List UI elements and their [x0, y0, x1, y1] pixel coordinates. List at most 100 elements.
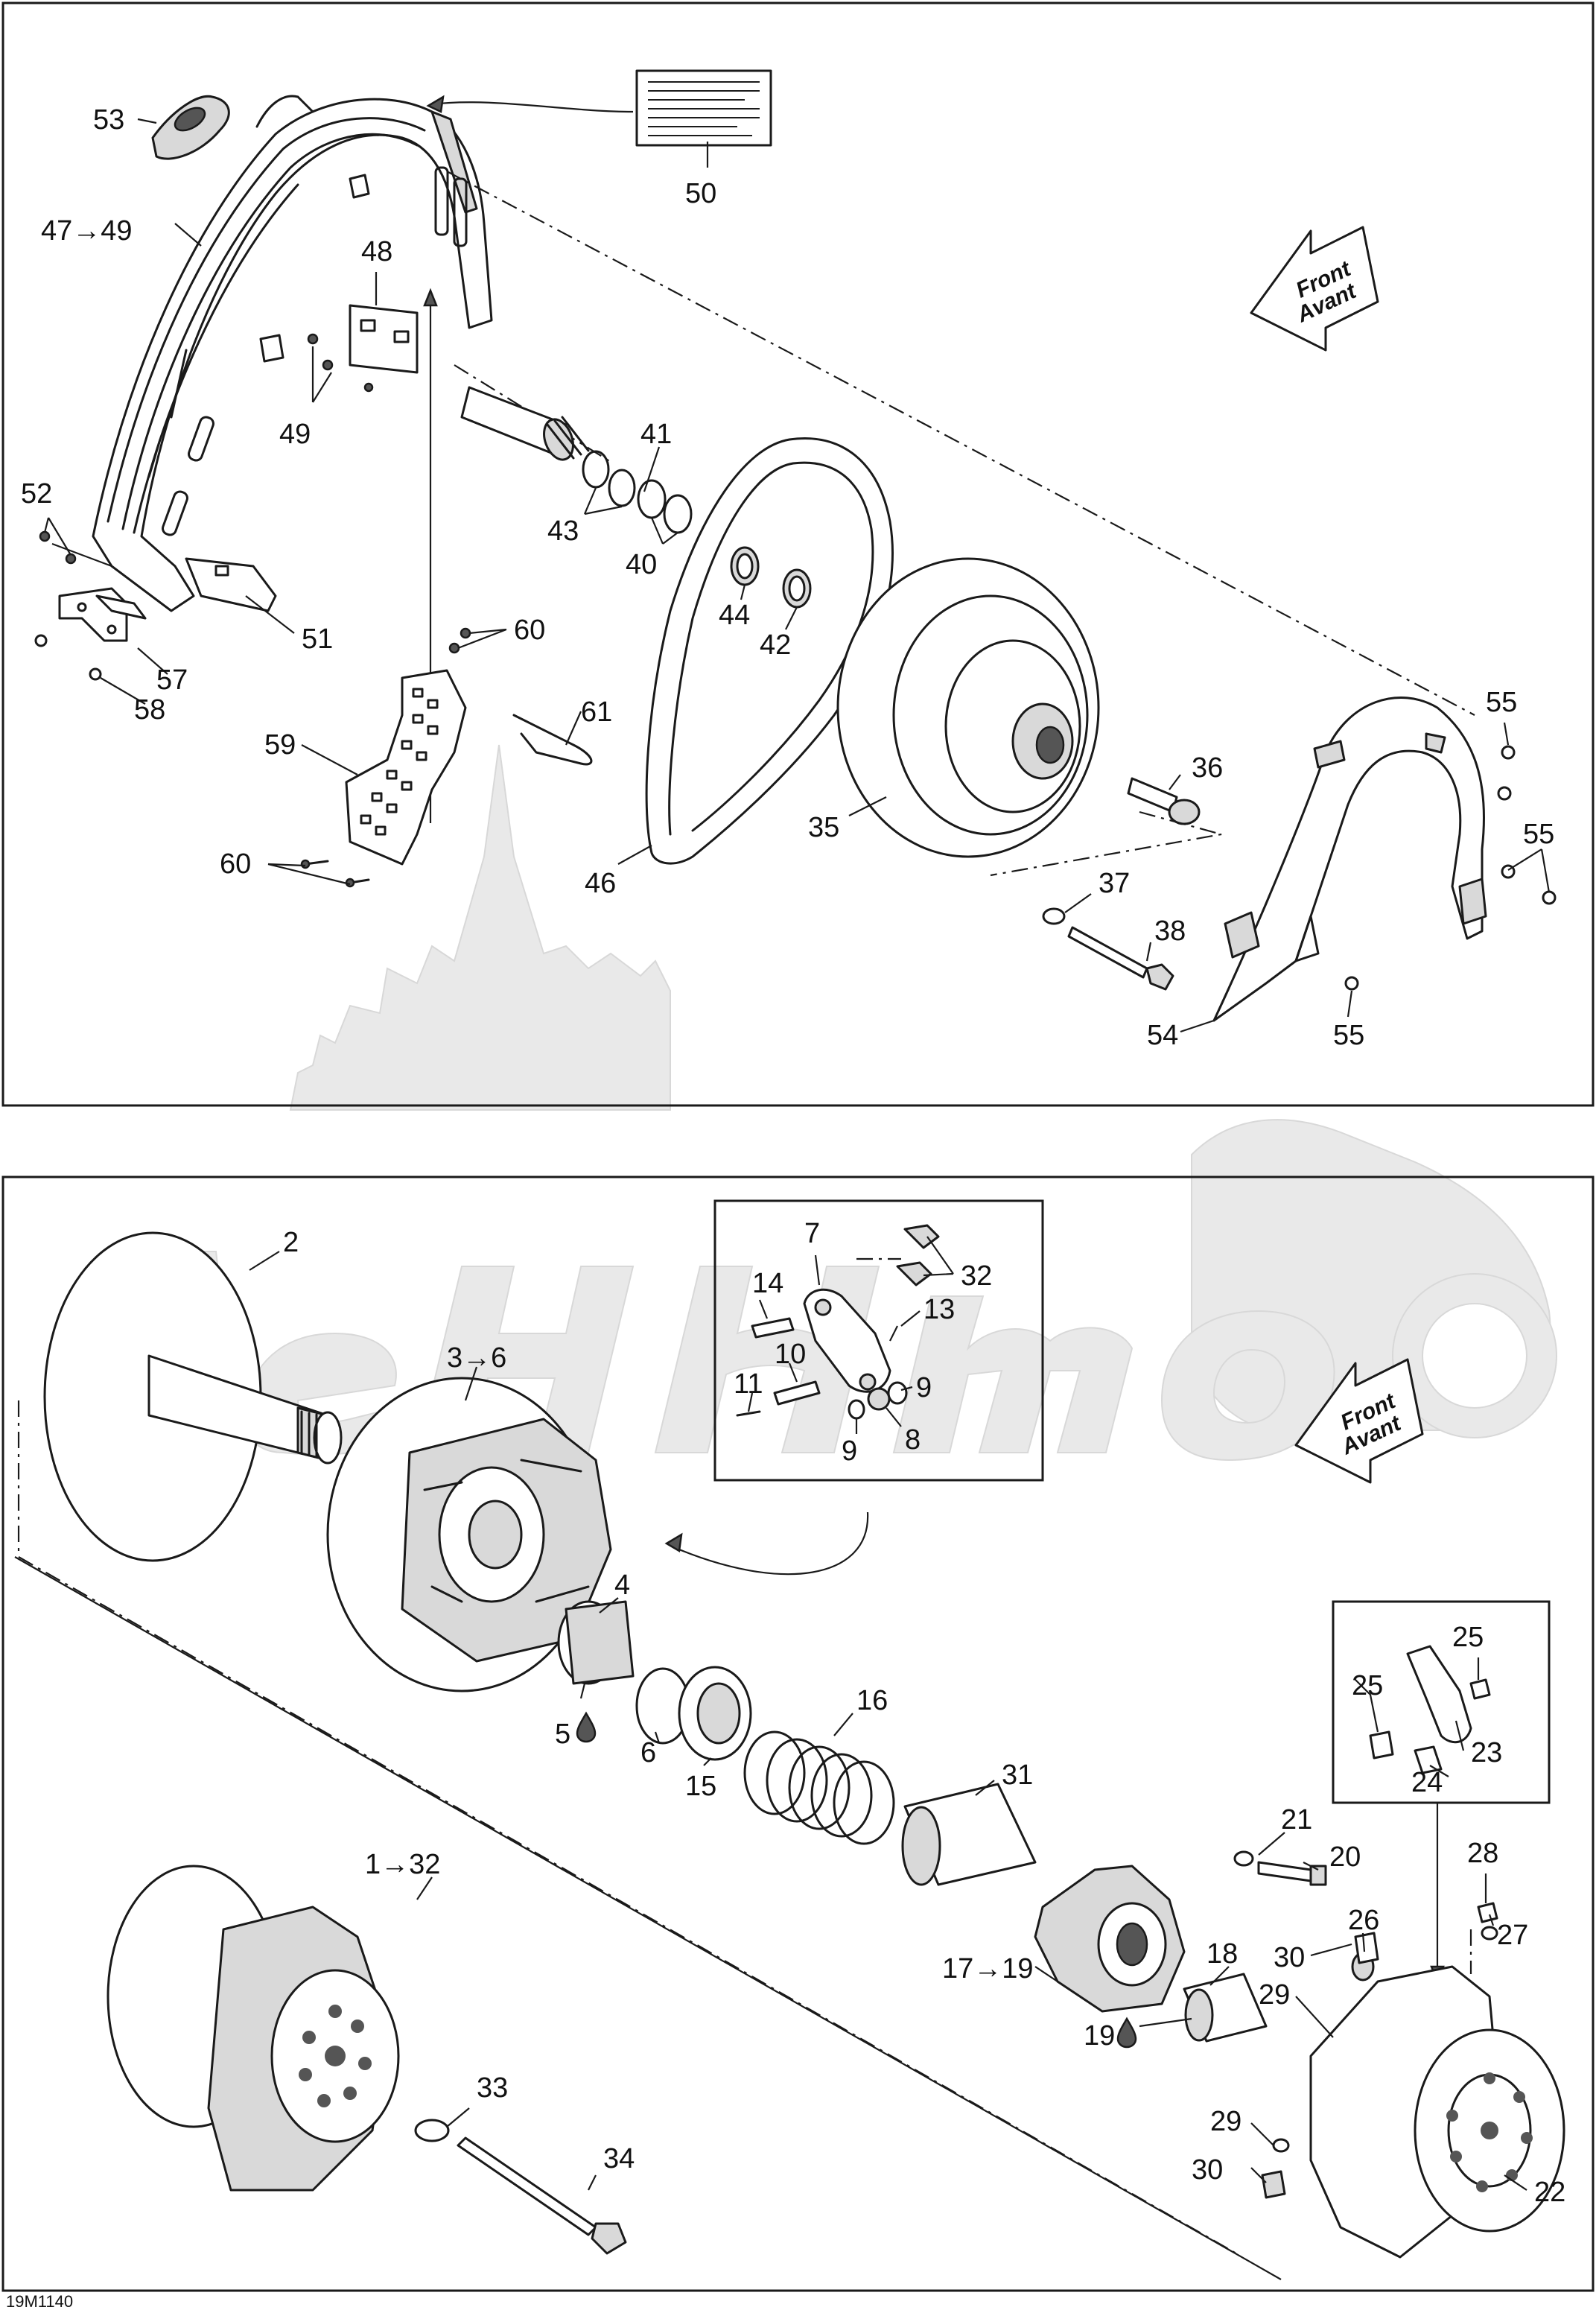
- bolt-36: [1127, 777, 1201, 825]
- callout-10: 10: [775, 1339, 806, 1370]
- callout-34: 34: [603, 2143, 635, 2174]
- callout-52: 52: [21, 478, 52, 510]
- cap-53: [151, 95, 230, 160]
- bracket-57: [58, 587, 147, 642]
- callout-37: 37: [1099, 868, 1130, 899]
- callout-55c: 55: [1333, 1020, 1364, 1051]
- callout-30b: 30: [1192, 2154, 1223, 2186]
- callout-53: 53: [93, 104, 124, 136]
- callout-55a: 55: [1486, 687, 1517, 718]
- callout-19: 19: [1084, 2020, 1115, 2052]
- callout-17-19: 17→19: [942, 1953, 1034, 1984]
- callout-27: 27: [1497, 1920, 1528, 1951]
- callout-8: 8: [905, 1424, 921, 1456]
- callout-15: 15: [685, 1771, 716, 1802]
- callout-18: 18: [1206, 1938, 1238, 1970]
- callout-5: 5: [555, 1719, 570, 1750]
- plate-48: [349, 304, 419, 374]
- warning-label: [635, 69, 772, 147]
- callout-24: 24: [1411, 1767, 1443, 1798]
- label-arrow: [431, 101, 634, 113]
- callout-23: 23: [1471, 1737, 1502, 1768]
- callout-47-49: 47→49: [41, 215, 133, 247]
- callout-43: 43: [547, 515, 579, 547]
- fixed-sheave: [43, 1231, 343, 1562]
- inset-box: [713, 1199, 1044, 1482]
- callout-7: 7: [804, 1218, 820, 1249]
- callout-21: 21: [1281, 1804, 1312, 1836]
- front-arrow-top: Front Avant: [1250, 226, 1379, 352]
- callout-30a: 30: [1274, 1942, 1305, 1973]
- spring-16: [743, 1730, 895, 1845]
- callout-4: 4: [614, 1570, 630, 1601]
- callout-29a: 29: [1259, 1979, 1290, 2011]
- callout-32: 32: [961, 1260, 992, 1292]
- callout-25a: 25: [1452, 1622, 1484, 1653]
- top-callouts: 53 47→49 48 49 50 52 51 57 58 60 61 59 6…: [21, 104, 1554, 1051]
- callout-20: 20: [1329, 1841, 1361, 1873]
- oil-drop-icon: [1116, 2017, 1137, 2049]
- callout-1-32: 1→32: [365, 1849, 440, 1880]
- callout-26: 26: [1348, 1905, 1379, 1936]
- callout-36: 36: [1192, 752, 1223, 784]
- callout-35: 35: [808, 812, 839, 843]
- inset-parts: [736, 1224, 940, 1420]
- callout-14: 14: [752, 1268, 783, 1299]
- drive-belt: [645, 437, 894, 865]
- callout-9b: 9: [842, 1435, 857, 1467]
- callout-16: 16: [856, 1685, 888, 1716]
- callout-40: 40: [626, 549, 657, 580]
- callout-9a: 9: [916, 1372, 932, 1403]
- bottom-callouts: 2 3→6 7 14 32 13 10 11 9 9 8 4 5 6 15 16…: [283, 1218, 1565, 2208]
- callout-61: 61: [581, 697, 612, 728]
- top-panel-frame: [1, 1, 1595, 1107]
- drive-pulley: [836, 557, 1100, 858]
- pin-61: [512, 714, 593, 766]
- callout-38: 38: [1154, 916, 1186, 947]
- callout-44: 44: [719, 600, 750, 631]
- watermark-logo: [88, 744, 1557, 1462]
- outer-guard: [1212, 697, 1487, 1022]
- inset-box-2: [1332, 1600, 1551, 1804]
- assembled-pulley: [106, 1865, 400, 2192]
- callout-33: 33: [477, 2072, 508, 2104]
- callout-57: 57: [156, 664, 188, 696]
- callout-60b: 60: [220, 848, 251, 880]
- bottom-leader-lines: [249, 1236, 1527, 2191]
- callout-48: 48: [361, 236, 392, 267]
- callout-13: 13: [923, 1294, 955, 1325]
- callout-31: 31: [1002, 1760, 1033, 1791]
- callout-42: 42: [760, 629, 791, 661]
- callout-60a: 60: [514, 615, 545, 646]
- callout-11: 11: [734, 1368, 763, 1400]
- callout-54: 54: [1147, 1020, 1178, 1051]
- callout-25b: 25: [1352, 1670, 1383, 1701]
- callout-51: 51: [302, 624, 333, 655]
- callout-55b: 55: [1523, 819, 1554, 850]
- callout-50: 50: [685, 178, 716, 209]
- callout-59: 59: [264, 729, 296, 761]
- callout-49: 49: [279, 419, 311, 450]
- drawing-code: 19M1140: [6, 2292, 73, 2311]
- inset-2-parts: [1369, 1645, 1491, 1774]
- bushing-31: [901, 1783, 1037, 1886]
- callout-2: 2: [283, 1227, 299, 1258]
- callout-28: 28: [1467, 1838, 1498, 1869]
- callout-22: 22: [1534, 2177, 1565, 2208]
- governor-cup: [1309, 1965, 1565, 2259]
- belt-guard: [92, 95, 493, 612]
- oil-drop-icon: [576, 1711, 597, 1743]
- callout-46: 46: [585, 868, 616, 899]
- callout-3-6: 3→6: [447, 1342, 506, 1374]
- bolt-34: [457, 2136, 627, 2255]
- callout-58: 58: [134, 694, 165, 726]
- top-leader-lines: [43, 118, 1551, 1033]
- guard-support-59: [345, 669, 467, 866]
- callout-6: 6: [640, 1737, 656, 1768]
- bottom-panel-frame: [1, 1175, 1595, 2292]
- spider: [1034, 1865, 1186, 2013]
- spring-shaft: [454, 364, 693, 534]
- sliding-sheave: [326, 1377, 612, 1692]
- callout-41: 41: [640, 419, 672, 450]
